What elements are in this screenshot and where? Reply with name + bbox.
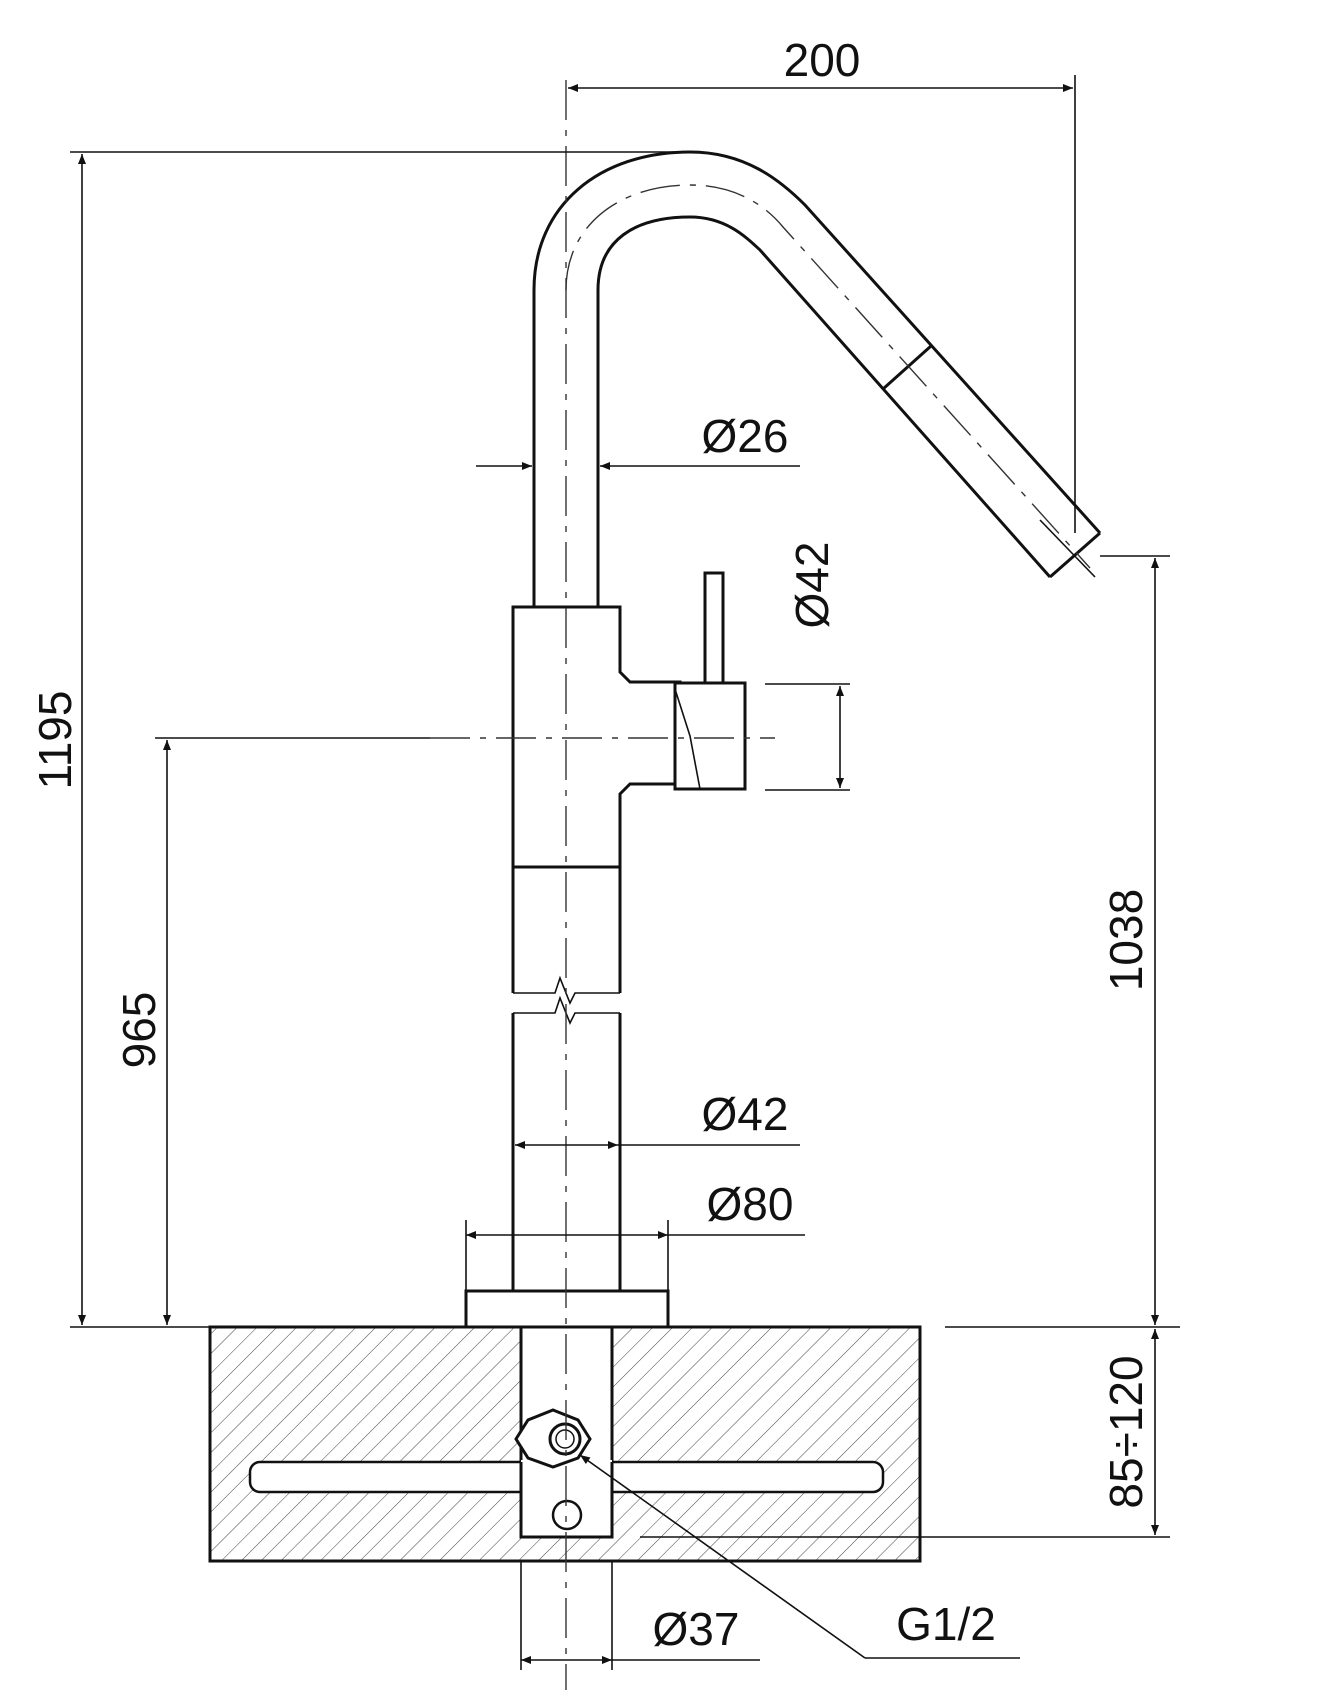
base-flange xyxy=(464,1289,670,1329)
countertop-section xyxy=(208,1325,922,1563)
lever-stem xyxy=(703,571,725,685)
lever-handle xyxy=(673,681,747,791)
dim-lever-height-965: 965 xyxy=(113,992,165,1069)
dim-flange-diameter: Ø80 xyxy=(707,1178,794,1230)
dim-shank-diameter: Ø37 xyxy=(653,1603,740,1655)
dim-width-200: 200 xyxy=(784,34,861,86)
bolt-hole xyxy=(551,1499,583,1531)
dim-height-1195: 1195 xyxy=(29,691,81,790)
dim-body-diameter: Ø42 xyxy=(702,1088,789,1140)
dim-spout-diameter: Ø26 xyxy=(702,410,789,462)
dim-lever-diameter: Ø42 xyxy=(786,542,838,629)
dimension-lines xyxy=(78,84,1159,1664)
dim-outlet-height-1038: 1038 xyxy=(1100,889,1152,991)
dim-thread-g12: G1/2 xyxy=(896,1598,996,1650)
spout xyxy=(532,150,1102,607)
faucet-body xyxy=(464,571,747,1329)
extension-lines xyxy=(70,75,1180,1670)
dim-deck-thickness: 85÷120 xyxy=(1100,1355,1152,1508)
